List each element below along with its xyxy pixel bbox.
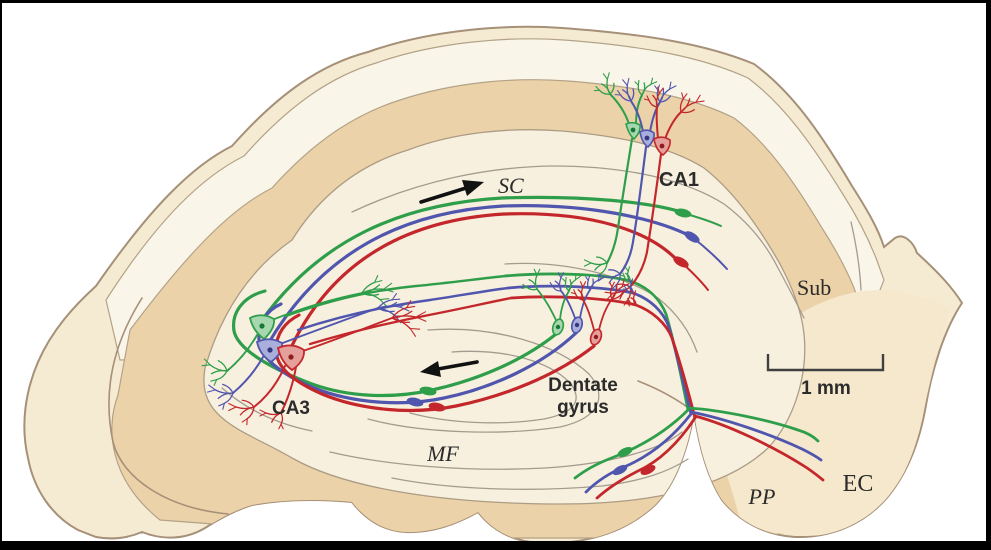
- granule-soma-red: [589, 328, 603, 346]
- brain-slice: [23, 25, 964, 545]
- region-labels: SC CA1 Sub Dentate gyrus CA3 MF PP EC: [272, 169, 873, 509]
- axon-bouton: [640, 465, 656, 475]
- lower-blade-fibers: [573, 408, 697, 500]
- ca1-pyramidal-soma-green: [625, 121, 641, 141]
- axon-bouton: [419, 386, 437, 396]
- granule-soma-green: [551, 318, 565, 336]
- scale-bar-label: 1 mm: [801, 378, 851, 399]
- scale-bar-bracket: [766, 354, 885, 372]
- label-ca1: CA1: [659, 169, 699, 191]
- label-sc: SC: [498, 173, 524, 198]
- label-dentate-line1: Dentate: [548, 375, 618, 396]
- label-ec: EC: [843, 471, 874, 497]
- mf-flow-arrow: [420, 360, 479, 377]
- label-mf: MF: [426, 441, 459, 466]
- ca3-pyramidal-soma-red: [276, 344, 305, 372]
- granule-soma-blue: [570, 316, 584, 334]
- ca1-pyramidal-soma-red: [653, 136, 671, 157]
- ca3-pyramidal-soma-green: [248, 314, 275, 341]
- label-sub: Sub: [797, 275, 831, 300]
- sc-pathway-bundle: [260, 195, 728, 354]
- slice-layers: [105, 38, 950, 539]
- axon-bouton: [406, 397, 424, 407]
- hilar-connector-arcs: [284, 274, 513, 346]
- ca1-pyramidal-soma-blue: [639, 129, 655, 149]
- dentate-granule-neurons: [521, 266, 637, 346]
- ca3-neurons: [201, 275, 427, 430]
- sc-flow-arrow: [419, 180, 484, 204]
- axon-bouton: [617, 447, 633, 457]
- label-dentate-line2: gyrus: [557, 397, 609, 418]
- scale-bar: 1 mm: [766, 354, 885, 399]
- ec-fibers: [686, 406, 825, 482]
- axon-bouton: [428, 402, 446, 412]
- axon-bouton: [612, 464, 628, 476]
- label-ca3: CA3: [272, 398, 310, 419]
- fiber-pathways: [232, 195, 825, 500]
- label-pp: PP: [748, 484, 776, 509]
